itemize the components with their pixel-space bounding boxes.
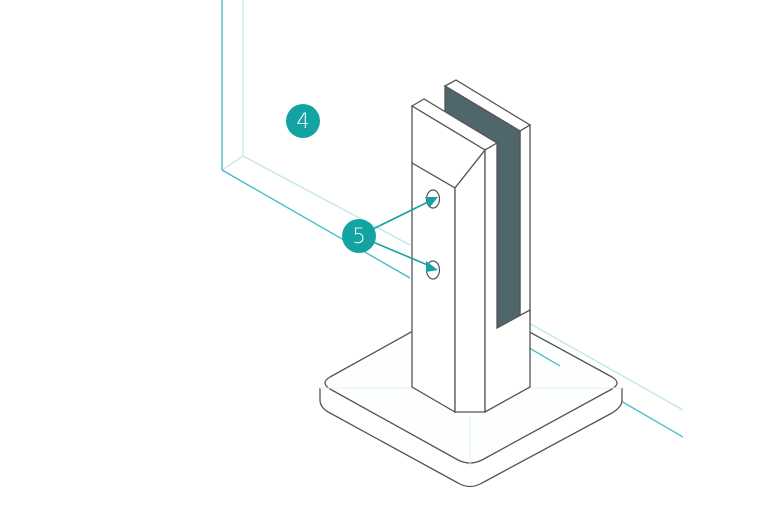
clamp-post <box>410 98 531 414</box>
callout-4-badge: 4 <box>286 104 320 138</box>
callout-4-label: 4 <box>296 109 310 133</box>
rubber-gasket <box>443 79 532 333</box>
callout-5-arrows <box>372 197 438 272</box>
callout-5-badge: 5 <box>342 219 376 253</box>
callout-5-label: 5 <box>352 224 366 248</box>
